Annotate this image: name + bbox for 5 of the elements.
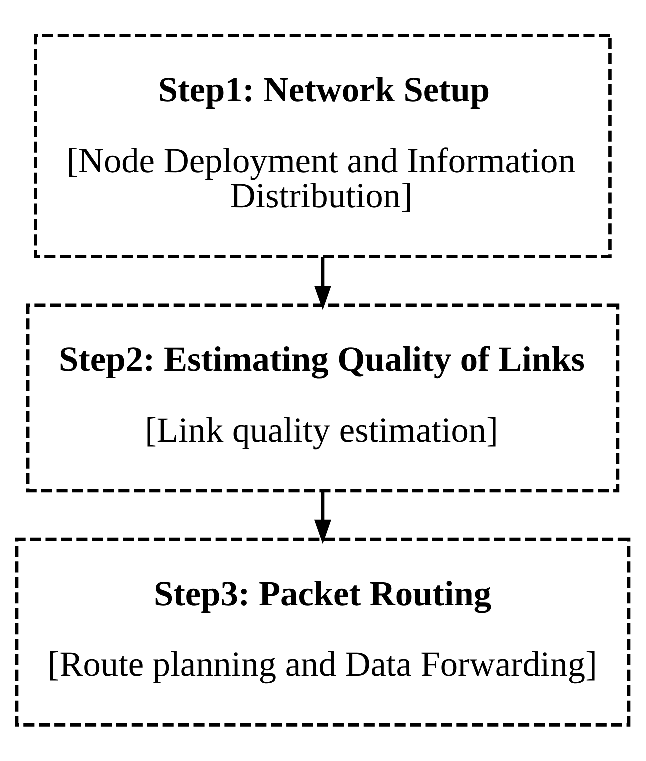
arrow <box>314 491 332 544</box>
node-box: Step3: Packet Routing [Route planning and Data Forwarding] <box>15 538 631 727</box>
arrow <box>314 257 332 310</box>
node-box: Step1: Network Setup [Node Deployment and Information Distribution] <box>34 34 612 258</box>
node-box: Step2: Estimating Quality of Links [Link quality estimation] <box>26 304 620 493</box>
